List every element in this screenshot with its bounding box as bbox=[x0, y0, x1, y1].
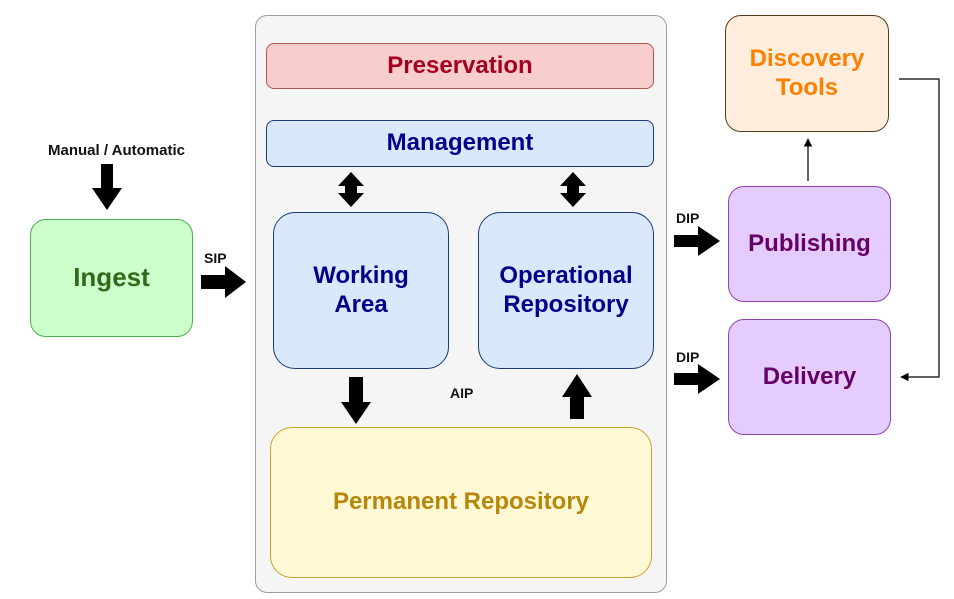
working-area-box[interactable]: Working Area bbox=[273, 212, 449, 369]
ingest-box[interactable]: Ingest bbox=[30, 219, 193, 337]
sip-arrow bbox=[201, 266, 246, 298]
delivery-box[interactable]: Delivery bbox=[728, 319, 891, 435]
dip-publishing-label: DIP bbox=[676, 210, 700, 226]
preservation-box[interactable]: Preservation bbox=[266, 43, 654, 89]
publishing-box[interactable]: Publishing bbox=[728, 186, 891, 302]
manual-to-ingest-arrow bbox=[92, 164, 122, 210]
discovery-tools-label: Discovery Tools bbox=[749, 44, 865, 101]
dip-delivery-arrow bbox=[674, 364, 720, 394]
management-box[interactable]: Management bbox=[266, 120, 654, 167]
sip-label: SIP bbox=[204, 250, 227, 266]
working-area-label: Working Area bbox=[313, 261, 409, 318]
dip-publishing-arrow bbox=[674, 226, 720, 256]
permanent-repository-box[interactable]: Permanent Repository bbox=[270, 427, 652, 578]
dip-delivery-label: DIP bbox=[676, 349, 700, 365]
discovery-to-delivery-connector bbox=[899, 78, 940, 382]
publishing-label: Publishing bbox=[748, 229, 871, 257]
aip-label: AIP bbox=[450, 385, 474, 401]
operational-repository-label: Operational Repository bbox=[499, 261, 633, 318]
discovery-tools-box[interactable]: Discovery Tools bbox=[725, 15, 889, 132]
ingest-label: Ingest bbox=[73, 262, 150, 293]
operational-repository-box[interactable]: Operational Repository bbox=[478, 212, 654, 369]
manual-automatic-label: Manual / Automatic bbox=[48, 142, 185, 159]
delivery-label: Delivery bbox=[762, 362, 857, 390]
preservation-label: Preservation bbox=[387, 51, 533, 79]
management-label: Management bbox=[386, 129, 534, 157]
permanent-repository-label: Permanent Repository bbox=[332, 488, 590, 516]
